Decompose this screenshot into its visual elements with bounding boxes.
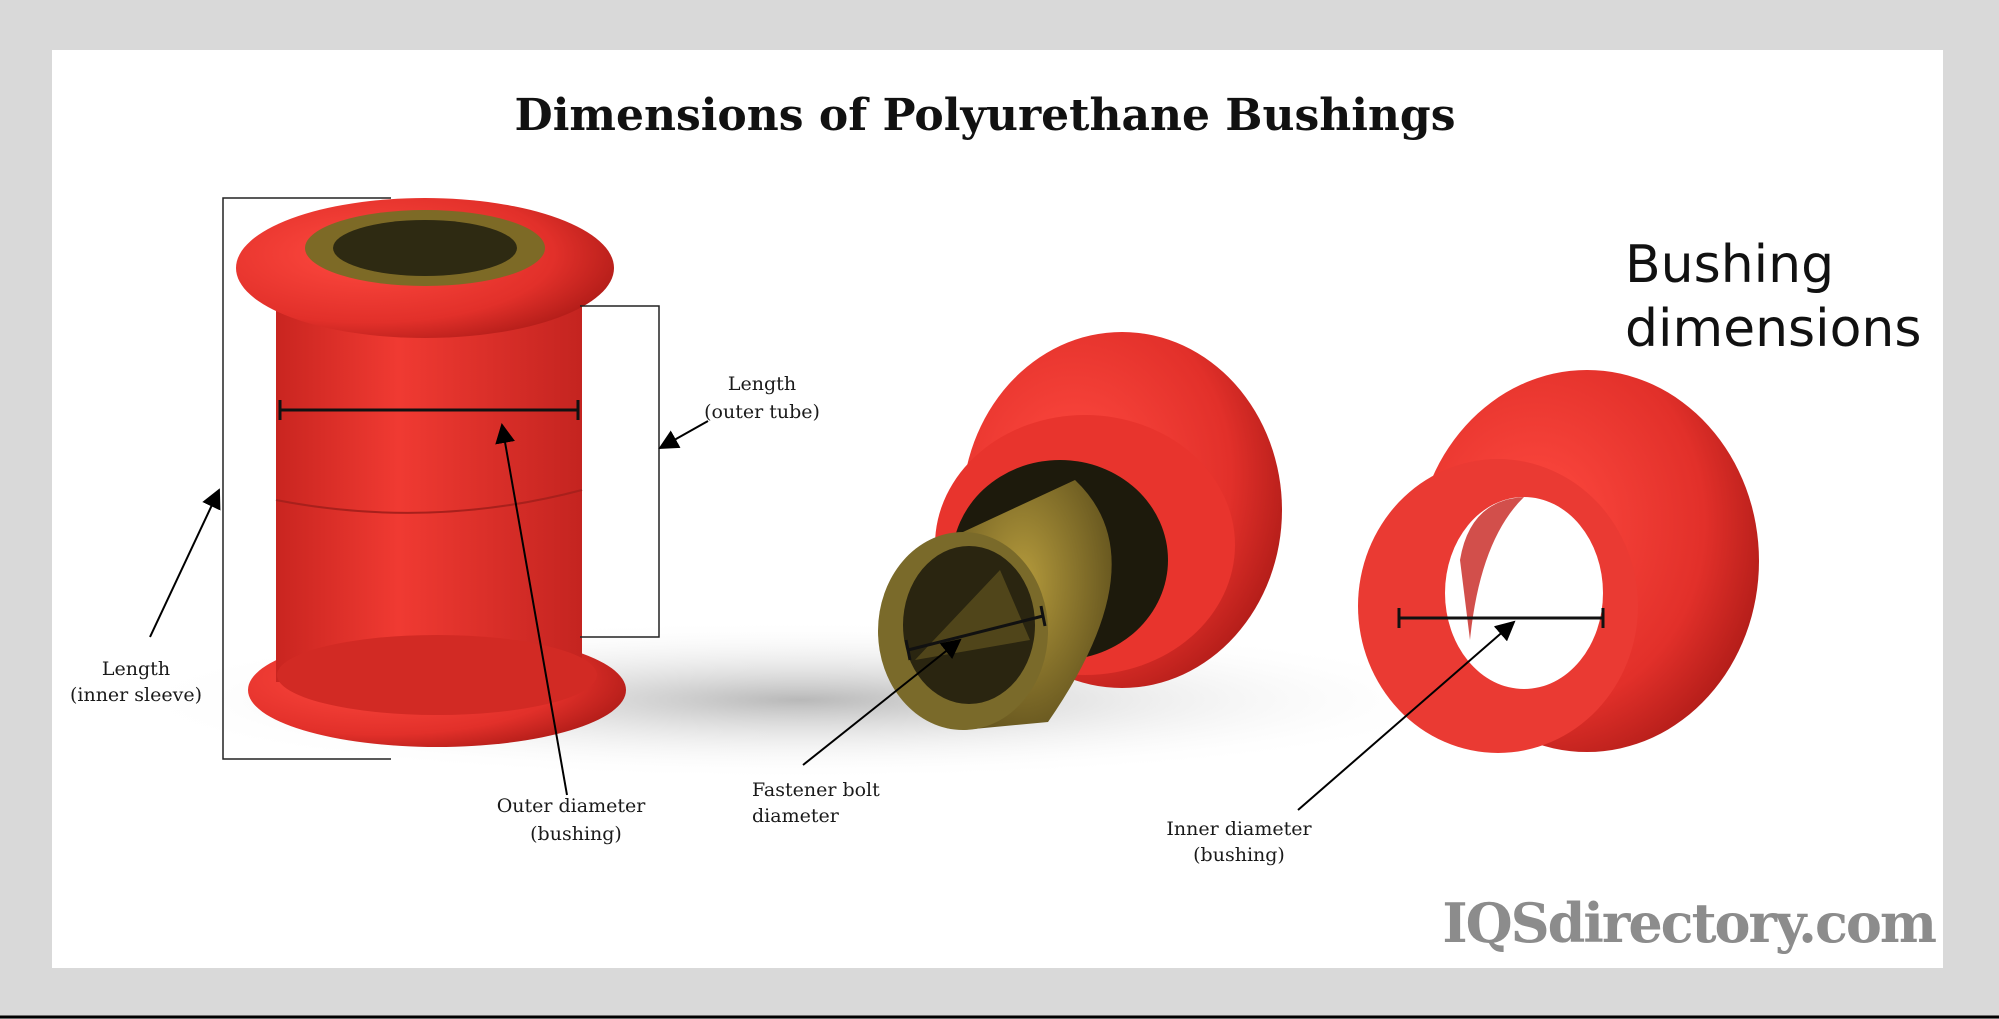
hollow-bushing-illustration (1358, 370, 1759, 753)
label-outer-diameter-1: Outer diameter (497, 795, 647, 817)
watermark-logo: IQSdirectory.com (1442, 891, 1936, 955)
label-length-outer-tube-1: Length (728, 373, 796, 395)
diagram-title: Dimensions of Polyurethane Bushings (515, 90, 1456, 141)
full-bushing-illustration (236, 198, 626, 747)
inner-diameter-arrow (1297, 620, 1516, 811)
fastener-bolt-dimension-line (904, 605, 1047, 661)
side-heading-line2: dimensions (1625, 299, 1921, 359)
label-fastener-bolt-1: Fastener bolt (752, 779, 880, 801)
label-length-outer-tube-2: (outer tube) (704, 401, 820, 423)
outer-tube-length-bracket (580, 305, 660, 638)
label-inner-diameter-1: Inner diameter (1166, 818, 1312, 840)
side-heading-line1: Bushing (1625, 235, 1834, 295)
outer-diameter-dimension-line (278, 400, 580, 420)
outer-tube-arrow (658, 420, 709, 449)
outer-diameter-arrow (495, 423, 568, 796)
label-length-inner-sleeve-2: (inner sleeve) (70, 684, 202, 706)
inner-sleeve-arrow (149, 488, 221, 638)
label-fastener-bolt-2: diameter (752, 805, 840, 827)
label-inner-diameter-2: (bushing) (1193, 844, 1285, 866)
label-outer-diameter-2: (bushing) (530, 823, 622, 845)
fastener-bolt-arrow (802, 638, 962, 766)
inner-sleeve-length-bracket (222, 197, 391, 760)
label-length-inner-sleeve-1: Length (102, 658, 170, 680)
inner-diameter-dimension-line (1397, 608, 1605, 628)
sleeved-bushing-illustration (878, 332, 1282, 730)
